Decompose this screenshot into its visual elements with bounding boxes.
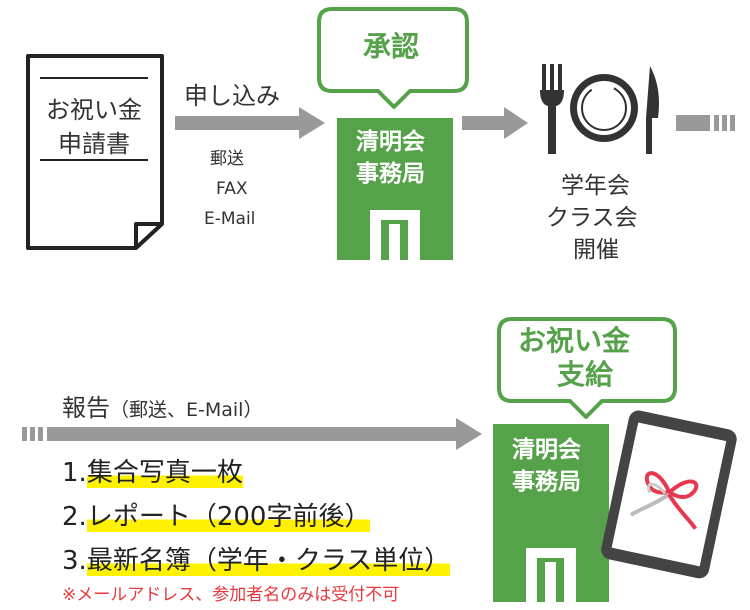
- office-name-line2: 事務局: [356, 161, 425, 187]
- document-title-line2: 申請書: [58, 130, 130, 158]
- report-note: ※メールアドレス、参加者名のみは受付不可: [62, 585, 400, 605]
- report-item-3: 3.最新名簿（学年・クラス単位）: [62, 540, 451, 577]
- report-label: 報告（郵送、E-Mail）: [62, 388, 262, 423]
- office2-name-line1: 清明会: [512, 437, 581, 463]
- tablet-gift-icon: [601, 410, 737, 579]
- building-door-icon: [370, 210, 420, 260]
- apply-arrow: [175, 107, 325, 139]
- apply-arrow-label: 申し込み: [184, 82, 280, 110]
- event-line3: 開催: [573, 237, 619, 263]
- report-arrow: [22, 418, 482, 450]
- plate-cutlery-icon: [540, 64, 659, 154]
- report-item-3-num: 3.: [62, 546, 87, 576]
- report-item-1: 1.集合写真一枚: [62, 452, 243, 489]
- report-item-1-text: 集合写真一枚: [86, 458, 243, 488]
- payout-line2: 支給: [557, 358, 614, 391]
- application-document-icon: [26, 54, 164, 250]
- report-item-3-text: 最新名簿（学年・クラス単位）: [86, 546, 451, 576]
- report-item-2-text: レポート（200字前後）: [86, 502, 371, 532]
- report-item-2-num: 2.: [62, 502, 87, 532]
- event-line1: 学年会: [561, 173, 630, 199]
- report-item-2: 2.レポート（200字前後）: [62, 496, 371, 533]
- office2-name-line2: 事務局: [512, 469, 581, 495]
- approval-speech-bubble: [317, 7, 469, 109]
- office-name-line1: 清明会: [356, 129, 425, 155]
- event-line2: クラス会: [546, 205, 638, 231]
- continuation-dashes-top: [676, 115, 735, 131]
- approval-label: 承認: [363, 30, 420, 63]
- payout-line1: お祝い金: [518, 324, 631, 357]
- approve-arrow: [462, 107, 528, 139]
- report-methods: （郵送、E-Mail）: [110, 399, 263, 421]
- method-email: E-Mail: [204, 209, 256, 229]
- payout-speech-bubble: [497, 317, 677, 419]
- building-door-icon-bottom: [526, 548, 576, 602]
- method-mail: 郵送: [210, 149, 244, 169]
- method-fax: FAX: [216, 179, 248, 199]
- document-title-line1: お祝い金: [46, 96, 142, 124]
- report-label-text: 報告: [62, 394, 110, 422]
- report-item-1-num: 1.: [62, 458, 87, 488]
